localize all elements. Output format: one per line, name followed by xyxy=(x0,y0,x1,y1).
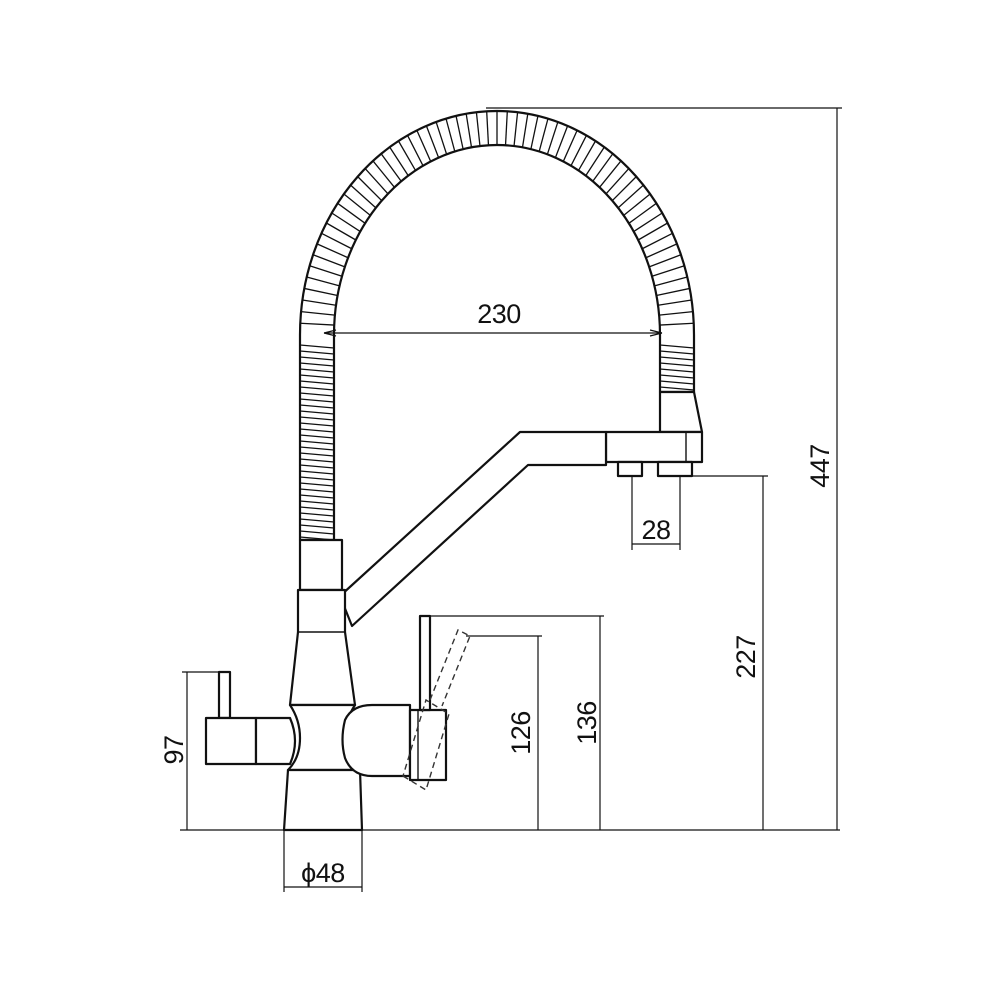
filter-water-tap xyxy=(341,614,471,792)
dimension-label-227: 227 xyxy=(731,635,761,679)
dimension-label-447: 447 xyxy=(805,444,835,488)
dimension-label-126: 126 xyxy=(506,711,536,755)
main-spout-arm xyxy=(338,430,608,628)
hose-coil-ribs xyxy=(299,111,695,541)
dimension-spout-height: 227 xyxy=(684,475,768,830)
dimension-hose-span: 230 xyxy=(323,299,663,337)
dimension-label-diameter: ϕ48 xyxy=(301,858,345,888)
dimension-label-97: 97 xyxy=(159,735,189,764)
hose-guide-collar xyxy=(298,538,344,592)
faucet-upper-body xyxy=(288,588,357,707)
mixer-lever-left xyxy=(204,670,297,766)
dimension-filter-outlet-height: 126 xyxy=(466,635,542,830)
sprayer-head xyxy=(604,390,704,478)
dimension-label-136: 136 xyxy=(572,701,602,745)
dimension-base-diameter: ϕ48 xyxy=(283,830,363,892)
faucet-base xyxy=(282,768,364,832)
dimension-total-height: 447 xyxy=(486,107,842,830)
dimension-label-28: 28 xyxy=(641,515,670,545)
dimension-filter-spout-height: 136 xyxy=(425,615,604,830)
dimension-sprayer-nozzle: 28 xyxy=(631,476,681,550)
dimension-label-230: 230 xyxy=(477,299,521,329)
dimension-lever-height: 97 xyxy=(159,671,224,830)
flexible-hose xyxy=(298,109,696,542)
